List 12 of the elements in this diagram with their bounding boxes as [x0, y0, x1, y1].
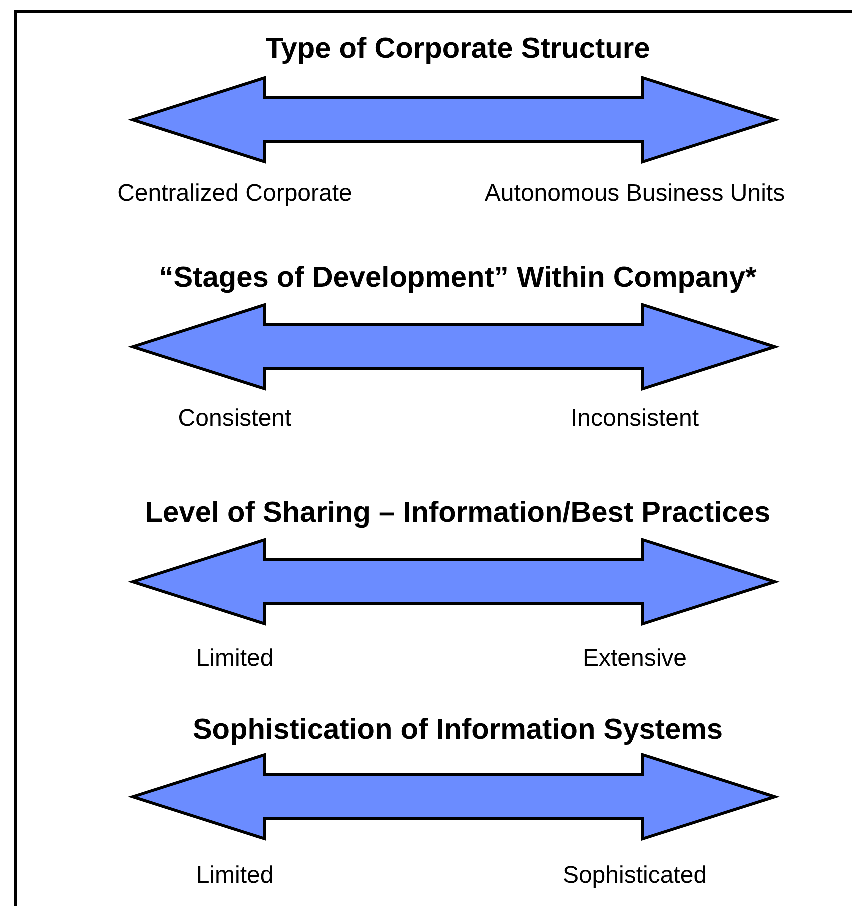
scale-end-label: Autonomous Business Units — [484, 180, 786, 208]
scale-end-label: Consistent — [177, 405, 293, 433]
scale-end-label: Extensive — [582, 645, 688, 673]
scale-end-label: Inconsistent — [570, 405, 700, 433]
scale-end-label: Limited — [195, 862, 275, 890]
scale-heading: Level of Sharing – Information/Best Practices — [144, 497, 772, 530]
scale-heading: “Stages of Development” Within Company* — [158, 262, 758, 295]
scale-end-label: Centralized Corporate — [116, 180, 354, 208]
scale-heading: Sophistication of Information Systems — [192, 714, 724, 747]
scale-end-label: Sophisticated — [562, 862, 708, 890]
scale-end-label: Limited — [195, 645, 275, 673]
scale-heading: Type of Corporate Structure — [264, 33, 652, 66]
